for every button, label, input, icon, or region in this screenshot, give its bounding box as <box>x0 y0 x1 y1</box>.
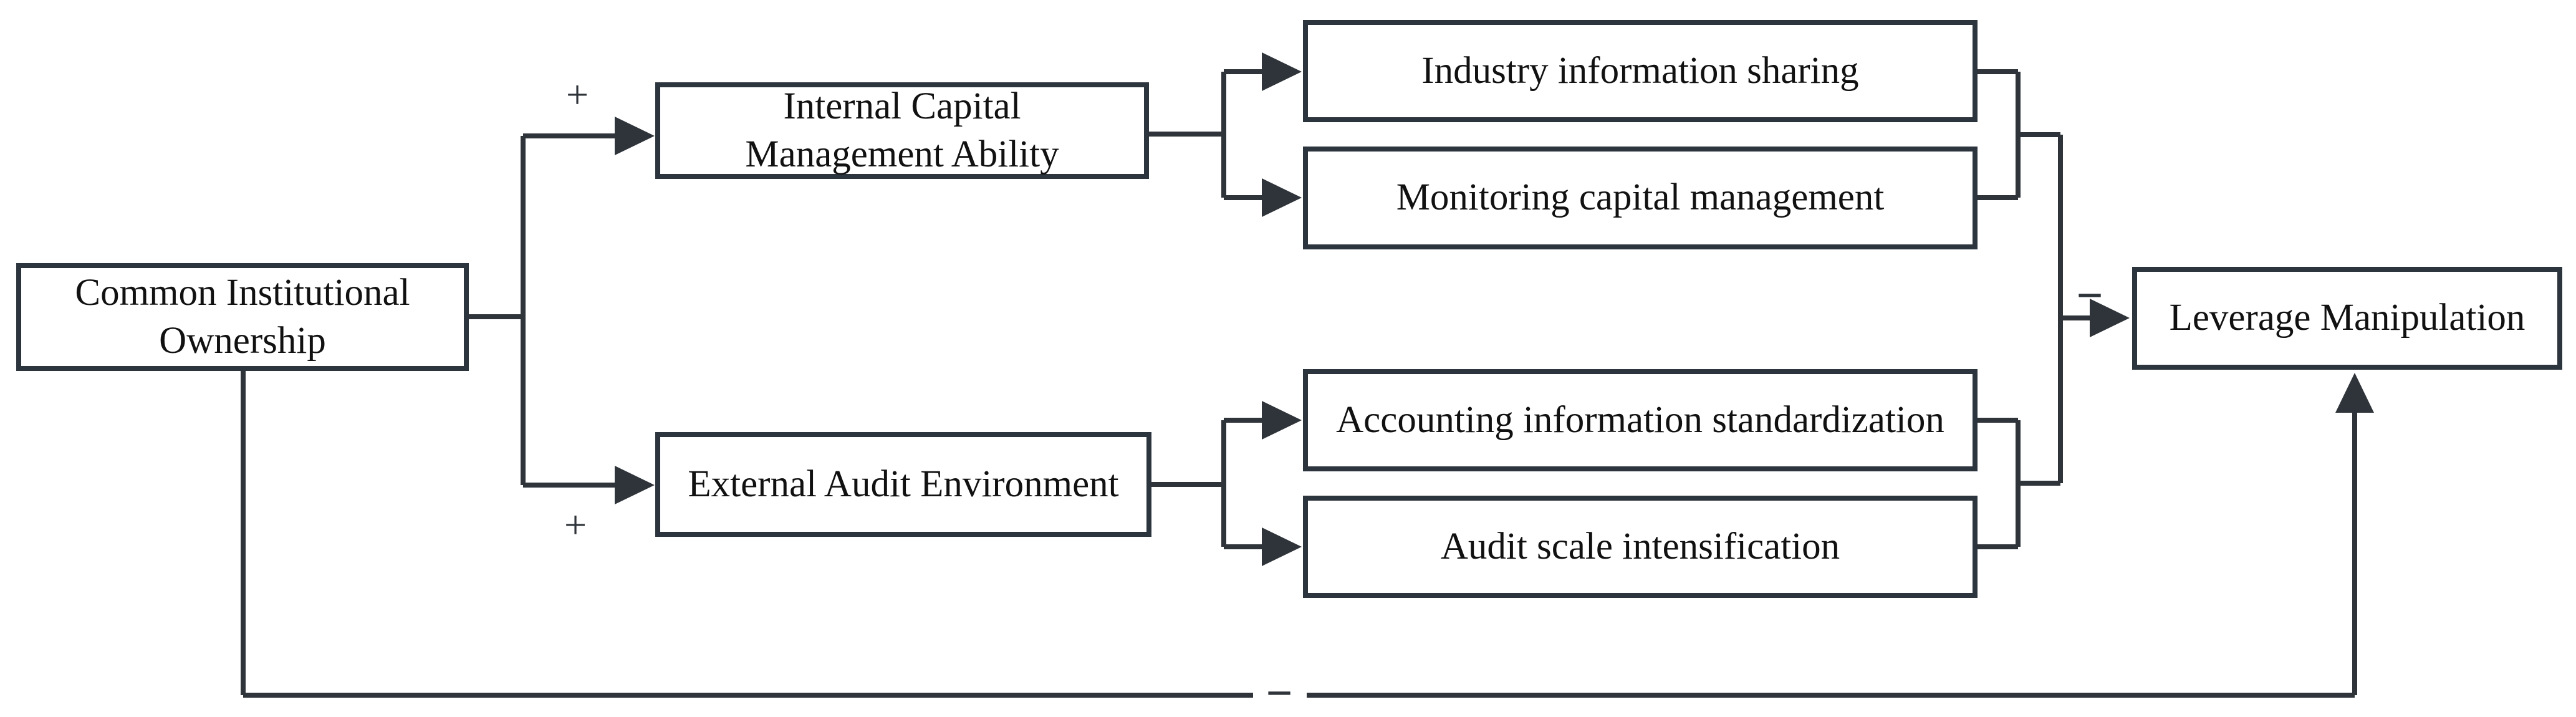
node-monitoring-capital-management: Monitoring capital management <box>1303 147 1978 249</box>
arrowhead-into-leverage-bottom <box>2335 373 2374 413</box>
node-internal-label: Internal Capital Management Ability <box>745 85 1059 175</box>
node-leverage-label: Leverage Manipulation <box>2169 297 2526 339</box>
node-leverage-manipulation: Leverage Manipulation <box>2132 267 2562 370</box>
arrowhead-into-industry <box>1262 52 1302 91</box>
node-external-label: External Audit Environment <box>688 463 1119 505</box>
node-accounting-information-standardization: Accounting information standardization <box>1303 369 1978 471</box>
node-audit-scale-intensification: Audit scale intensification <box>1303 496 1978 598</box>
node-industry-information-sharing: Industry information sharing <box>1303 20 1978 122</box>
edge-label-plus-internal: + <box>565 72 589 117</box>
node-external-audit-environment: External Audit Environment <box>655 432 1151 537</box>
node-monitoring-label: Monitoring capital management <box>1396 176 1885 219</box>
arrowhead-into-leverage-left <box>2090 299 2130 337</box>
node-common-label: Common Institutional Ownership <box>75 272 410 362</box>
arrowhead-into-external <box>615 466 655 504</box>
node-accounting-label: Accounting information standardization <box>1336 398 1944 441</box>
edge-label-plus-external: + <box>564 503 587 547</box>
node-audit-label: Audit scale intensification <box>1440 525 1840 567</box>
arrowhead-into-accounting <box>1262 401 1302 440</box>
arrowhead-into-audit <box>1262 527 1302 566</box>
edge-label-minus-mediation: − <box>2076 269 2103 322</box>
edge-label-minus-direct: − <box>1266 667 1293 717</box>
node-common-institutional-ownership: Common Institutional Ownership <box>16 263 469 371</box>
arrowhead-into-monitoring <box>1262 178 1302 217</box>
node-industry-label: Industry information sharing <box>1421 49 1859 92</box>
node-internal-capital-management-ability: Internal Capital Management Ability <box>655 82 1149 179</box>
arrowhead-into-internal <box>615 117 655 155</box>
